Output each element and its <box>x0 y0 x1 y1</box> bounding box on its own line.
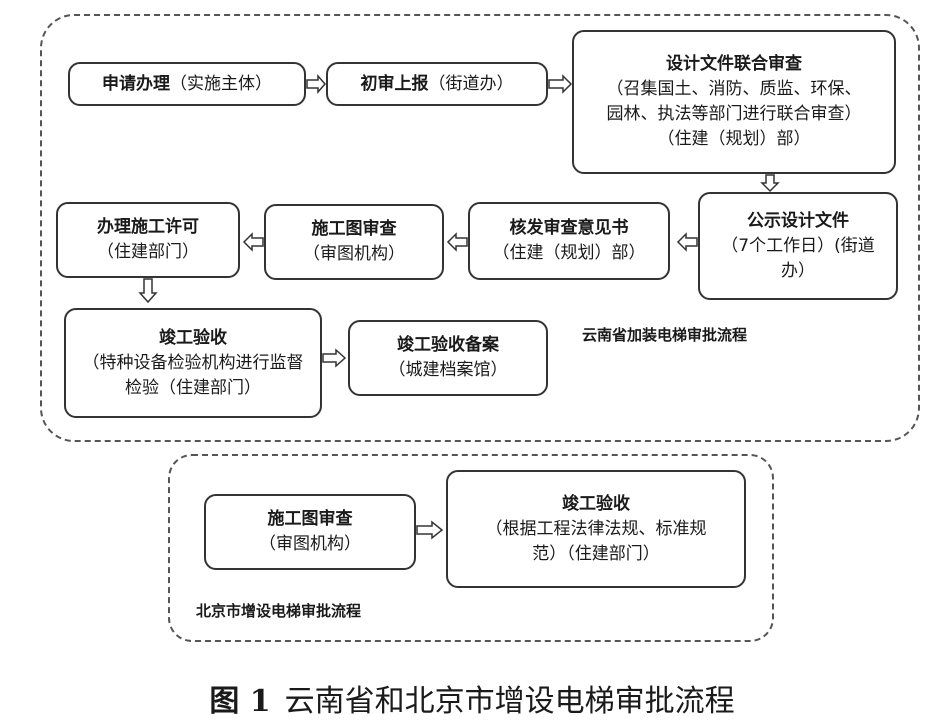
step-issue-opinion-title: 核发审查意见书 <box>509 218 629 238</box>
step-drawing-review-title: 施工图审查 <box>311 219 397 239</box>
step-joint-design-review-title: 设计文件联合审查 <box>666 54 802 74</box>
bj-step-drawing-review-title: 施工图审查 <box>267 509 353 529</box>
step-issue-opinion-detail: （住建（规划）部） <box>492 243 646 263</box>
bj-step-drawing-review-detail: （审图机构） <box>259 534 361 554</box>
bj-step-completion-acceptance-detail: （根据工程法律法规、标准规范）（住建部门） <box>485 518 707 564</box>
step-construction-permit-title: 办理施工许可 <box>97 217 199 237</box>
arrow-down-2 <box>138 278 158 304</box>
step-construction-permit: 办理施工许可 （住建部门） <box>56 202 240 278</box>
step-publicize-design: 公示设计文件 （7个工作日）(街道办） <box>698 192 898 300</box>
step-joint-design-review: 设计文件联合审查 （召集国土、消防、质监、环保、园林、执法等部门进行联合审查）（… <box>572 30 896 174</box>
beijing-flow-label: 北京市增设电梯审批流程 <box>196 602 362 620</box>
arrow-left-3 <box>242 232 264 252</box>
step-completion-acceptance-detail: （特种设备检验机构进行监督检验（住建部门） <box>82 352 304 398</box>
yunnan-flow-label: 云南省加装电梯审批流程 <box>582 326 748 344</box>
step-initial-review-title: 初审上报 <box>360 73 429 94</box>
step-initial-review: 初审上报（街道办） <box>326 62 548 106</box>
arrow-right-3 <box>322 348 347 368</box>
arrow-right-1 <box>306 74 326 94</box>
step-initial-review-detail: （街道办） <box>428 73 514 94</box>
step-joint-design-review-detail: （召集国土、消防、质监、环保、园林、执法等部门进行联合审查）（住建（规划）部） <box>606 79 862 149</box>
arrow-left-1 <box>676 232 698 252</box>
beijing-flow-group <box>168 454 774 642</box>
step-apply-detail: （实施主体） <box>170 73 272 94</box>
step-acceptance-filing: 竣工验收备案 （城建档案馆） <box>348 320 548 396</box>
step-acceptance-filing-detail: （城建档案馆） <box>388 360 508 380</box>
arrow-down-1 <box>760 174 780 193</box>
step-issue-opinion: 核发审查意见书 （住建（规划）部） <box>468 202 670 280</box>
arrow-right-bj <box>416 520 444 540</box>
bj-step-completion-acceptance: 竣工验收 （根据工程法律法规、标准规范）（住建部门） <box>446 470 746 588</box>
figure-number: 图 1 <box>209 684 271 719</box>
step-drawing-review: 施工图审查 （审图机构） <box>264 204 444 280</box>
step-publicize-design-detail: （7个工作日）(街道办） <box>721 235 875 281</box>
bj-step-drawing-review: 施工图审查 （审图机构） <box>204 494 416 570</box>
figure-caption: 图 1 云南省和北京市增设电梯审批流程 <box>0 676 944 720</box>
arrow-left-2 <box>446 232 468 252</box>
step-construction-permit-detail: （住建部门） <box>97 242 199 262</box>
step-acceptance-filing-title: 竣工验收备案 <box>397 335 499 355</box>
step-apply: 申请办理（实施主体） <box>68 62 306 106</box>
step-publicize-design-title: 公示设计文件 <box>747 210 849 231</box>
arrow-right-2 <box>548 74 573 94</box>
step-completion-acceptance-title: 竣工验收 <box>159 327 227 348</box>
bj-step-completion-acceptance-title: 竣工验收 <box>562 493 630 514</box>
yunnan-flow-group <box>40 14 920 442</box>
step-apply-title: 申请办理 <box>102 73 170 94</box>
figure-caption-text: 云南省和北京市增设电梯审批流程 <box>284 684 735 719</box>
step-drawing-review-detail: （审图机构） <box>303 244 405 264</box>
step-completion-acceptance: 竣工验收 （特种设备检验机构进行监督检验（住建部门） <box>64 308 322 418</box>
